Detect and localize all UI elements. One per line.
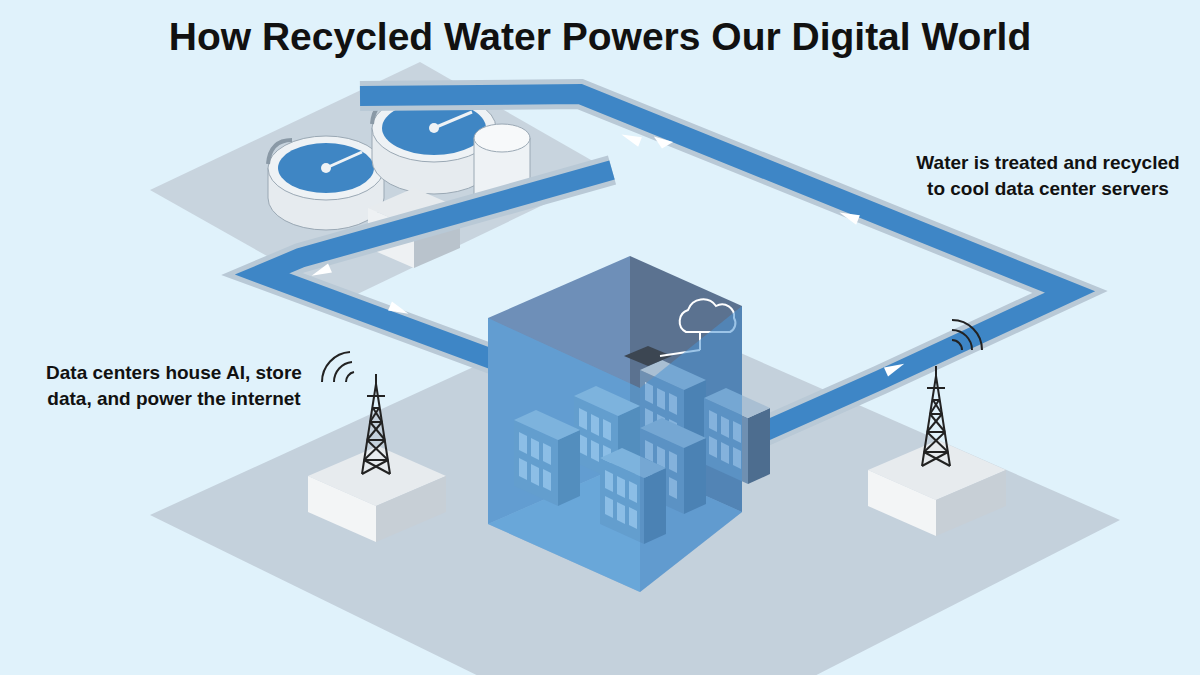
ground-plane: [150, 300, 1120, 675]
cell-tower: [308, 352, 446, 542]
data-center: [488, 256, 770, 592]
callout-note: Data centers house AI, store data, and p…: [33, 360, 315, 412]
callout-note: Water is treated and recycled to cool da…: [912, 150, 1184, 202]
diagram-title: How Recycled Water Powers Our Digital Wo…: [0, 14, 1200, 60]
cell-tower: [868, 320, 1006, 536]
